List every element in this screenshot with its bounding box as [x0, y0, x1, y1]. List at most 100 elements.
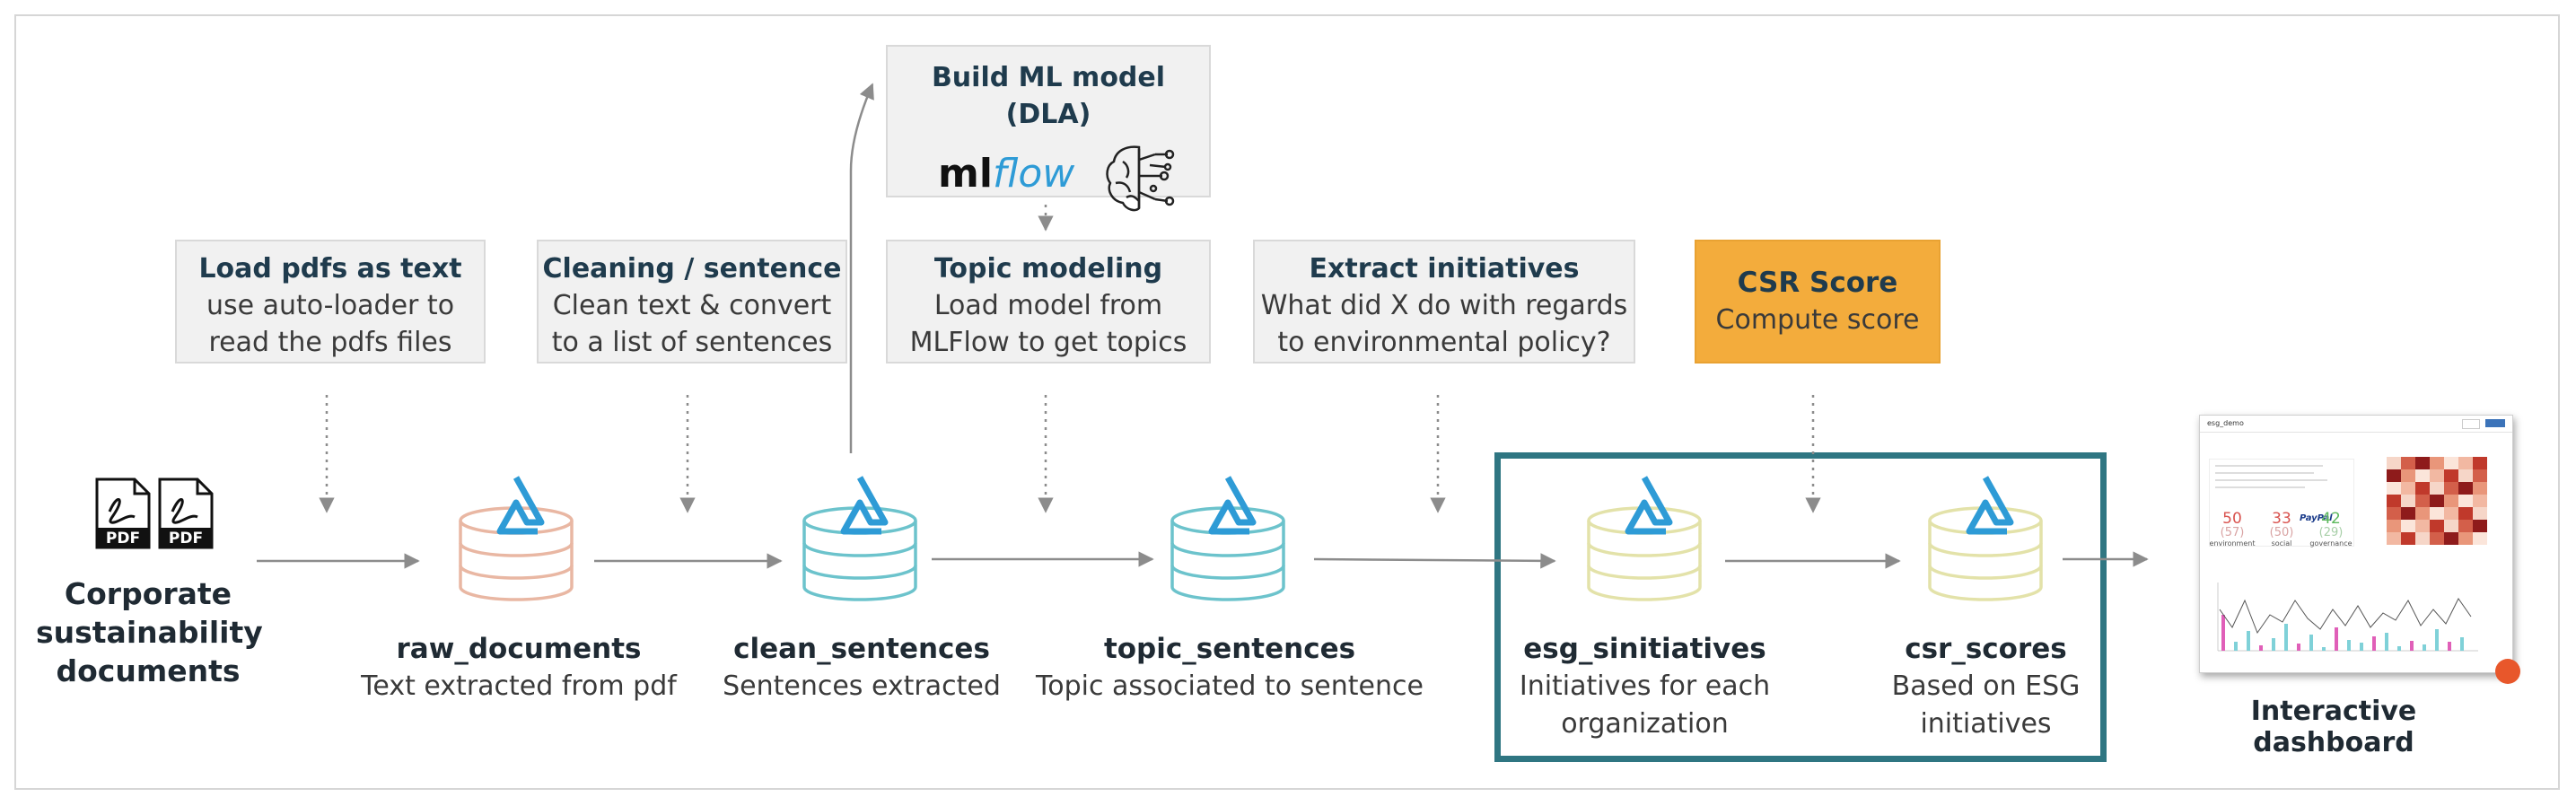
step-load-pdfs: Load pdfs as text use auto-loader to rea… [175, 240, 486, 364]
heatmap-cell [2458, 520, 2473, 532]
heatmap-cell [2458, 469, 2473, 482]
heatmap-cell [2387, 520, 2401, 532]
step-line: Clean text & convert [552, 290, 832, 321]
chart-bar [2335, 627, 2338, 651]
delta-table-icon [802, 476, 917, 601]
step-title: CSR Score [1737, 267, 1898, 299]
heatmap-cell [2387, 532, 2401, 545]
heatmap-cell [2458, 507, 2473, 520]
step-cleaning: Cleaning / sentence Clean text & convert… [537, 240, 847, 364]
chart-bar [2322, 647, 2326, 651]
heatmap-cell [2444, 495, 2458, 507]
heatmap-cell [2415, 520, 2430, 532]
table-name: raw_documents [396, 633, 642, 665]
chart-bar [2397, 646, 2401, 651]
dashboard-button [2485, 419, 2505, 427]
heatmap-cell [2415, 482, 2430, 495]
heatmap-cell [2473, 507, 2487, 520]
heatmap-cell [2401, 520, 2415, 532]
chart-bar [2448, 642, 2451, 651]
heatmap-cell [2430, 482, 2444, 495]
step-line: read the pdfs files [208, 327, 452, 358]
heatmap-cell [2401, 507, 2415, 520]
chart-bar [2360, 643, 2363, 651]
heatmap-cell [2473, 457, 2487, 469]
heatmap-cell [2444, 457, 2458, 469]
chart-bar [2247, 631, 2250, 651]
heatmap-cell [2458, 495, 2473, 507]
chart-bar [2272, 638, 2275, 651]
heatmap-cell [2444, 469, 2458, 482]
heatmap-cell [2430, 495, 2444, 507]
heatmap-cell [2415, 495, 2430, 507]
heatmap-cell [2473, 495, 2487, 507]
table-description: Based on ESG [1891, 670, 2081, 702]
heatmap-cell [2415, 469, 2430, 482]
heatmap-cell [2401, 495, 2415, 507]
chart-bar [2284, 624, 2288, 651]
chart-bar [2347, 640, 2351, 651]
heatmap-cell [2401, 469, 2415, 482]
heatmap-cell [2473, 520, 2487, 532]
ml-branch-arrow [849, 83, 874, 453]
source-label: Corporate sustainability documents [36, 576, 263, 688]
chart-bar [2423, 644, 2426, 651]
heatmap-cell [2387, 482, 2401, 495]
delta-table-icon [1170, 476, 1285, 601]
dashboard-metrics: 50 (57) environment 33 (50) social 42 (2… [2209, 505, 2353, 555]
heatmap-cell [2444, 520, 2458, 532]
step-line: to a list of sentences [551, 327, 833, 358]
table-name: clean_sentences [733, 633, 990, 665]
table-name: topic_sentences [1103, 633, 1356, 665]
svg-text:PDF: PDF [106, 530, 140, 548]
svg-text:PDF: PDF [169, 530, 203, 548]
step-title: Topic modeling [933, 253, 1163, 285]
chart-bar [2234, 642, 2238, 651]
heatmap-cell [2415, 532, 2430, 545]
step-title: Build ML model (DLA) [931, 62, 1166, 130]
heatmap-cell [2458, 532, 2473, 545]
chart-badge-icon [2495, 659, 2520, 684]
table-name: esg_sinitiatives [1523, 633, 1766, 665]
table-description: Text extracted from pdf [361, 670, 677, 702]
chart-bar [2297, 644, 2300, 651]
step-line: to environmental policy? [1277, 327, 1611, 358]
delta-table-icon [1928, 476, 2043, 601]
step-line: What did X do with regards [1260, 290, 1628, 321]
step-line: MLFlow to get topics [909, 327, 1187, 358]
chart-bar [2221, 615, 2225, 651]
heatmap-cell [2458, 457, 2473, 469]
chart-bar [2372, 636, 2376, 651]
heatmap-cell [2401, 532, 2415, 545]
metric-card: 33 (50) social [2269, 510, 2294, 548]
heatmap-cell [2444, 532, 2458, 545]
mlflow-logo: mlflow [938, 151, 1075, 197]
heatmap-cell [2415, 507, 2430, 520]
dashboard-header: esg_demo [2200, 416, 2512, 433]
step-topic-modeling: Topic modeling Load model from MLFlow to… [886, 240, 1211, 364]
metric-card: 42 (29) governance [2309, 510, 2353, 548]
step-title: Cleaning / sentence [542, 253, 842, 285]
dashboard-title: Interactive dashboard [2250, 696, 2417, 758]
table-description: Sentences extracted [723, 670, 1001, 702]
heatmap-cell [2473, 532, 2487, 545]
chart-bar [2410, 641, 2414, 651]
heatmap-cell [2430, 469, 2444, 482]
step-extract-initiatives: Extract initiatives What did X do with r… [1253, 240, 1635, 364]
ml-logos: mlflow [888, 133, 1209, 223]
heatmap-cell [2401, 482, 2415, 495]
step-line: use auto-loader to [206, 290, 455, 321]
paypal-logo: PayPal [2300, 513, 2333, 523]
step-line: Compute score [1715, 304, 1920, 336]
heatmap-cell [2387, 507, 2401, 520]
heatmap-cell [2430, 507, 2444, 520]
table-description: Topic associated to sentence [1036, 670, 1424, 702]
dashboard-thumbnail[interactable]: esg_demo PayPal 50 (57) environment 33 (… [2199, 415, 2513, 673]
step-csr-score: CSR Score Compute score [1695, 240, 1941, 364]
